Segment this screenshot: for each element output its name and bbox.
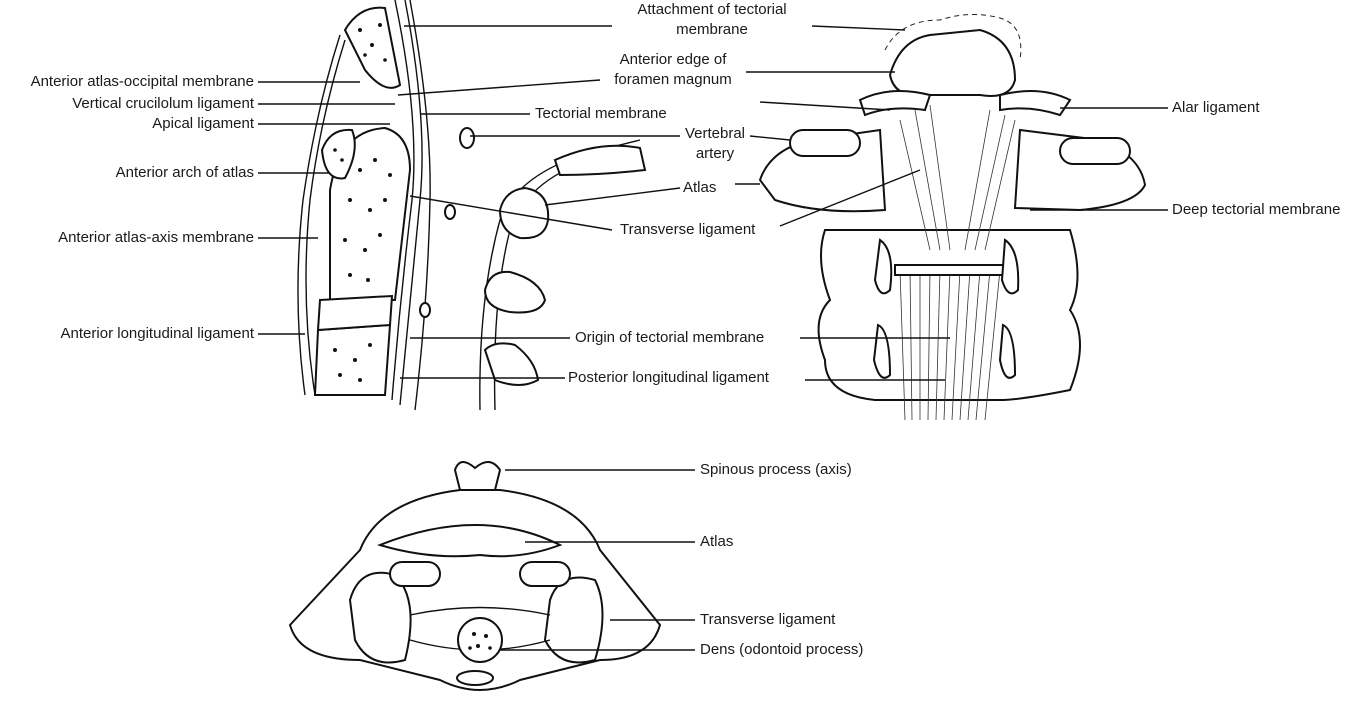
vertebral-artery-axial-right bbox=[519, 561, 571, 587]
vertebral-artery-section bbox=[459, 127, 475, 149]
label-vertical-cruciform-ligament: Vertical crucilolum ligament bbox=[72, 95, 254, 112]
occipital-bone-sagittal bbox=[343, 6, 402, 89]
vertebral-artery-left bbox=[789, 129, 861, 157]
label-anterior-longitudinal-ligament: Anterior longitudinal ligament bbox=[60, 325, 254, 342]
label-dens: Dens (odontoid process) bbox=[700, 641, 864, 658]
intervertebral-disc bbox=[316, 294, 394, 332]
label-attachment-tectorial-line1: Attachment of tectorial bbox=[637, 1, 787, 18]
label-transverse-ligament-bottom: Transverse ligament bbox=[700, 611, 836, 628]
label-transverse-ligament-mid: Transverse ligament bbox=[620, 221, 756, 238]
label-atlas-mid: Atlas bbox=[683, 179, 717, 196]
label-apical-ligament: Apical ligament bbox=[152, 115, 254, 132]
label-vertebral-artery-line1: Vertebral bbox=[684, 125, 746, 142]
axial-view bbox=[288, 461, 662, 691]
alar-ligament-right bbox=[999, 90, 1072, 117]
lamina-sagittal bbox=[483, 342, 540, 386]
label-anterior-edge-line2: foramen magnum bbox=[614, 71, 732, 88]
label-deep-tectorial: Deep tectorial membrane bbox=[1172, 201, 1341, 218]
transverse-ligament-axial bbox=[409, 606, 551, 616]
label-tectorial-membrane: Tectorial membrane bbox=[535, 105, 667, 122]
spinous-axis-sagittal bbox=[483, 270, 547, 314]
label-anterior-arch-of-atlas: Anterior arch of atlas bbox=[115, 164, 254, 181]
label-anterior-atlas-axis-membrane: Anterior atlas-axis membrane bbox=[58, 229, 254, 246]
label-spinous-process: Spinous process (axis) bbox=[700, 461, 852, 478]
label-anterior-atlas-occipital-membrane: Anterior atlas-occipital membrane bbox=[30, 73, 254, 90]
anterior-longitudinal-line bbox=[305, 39, 346, 396]
lateral-mass-left bbox=[348, 571, 412, 664]
transverse-band bbox=[894, 264, 1006, 276]
sagittal-section bbox=[297, 0, 647, 411]
tectorial-fibres bbox=[899, 104, 1016, 421]
leader-lines bbox=[258, 25, 1168, 651]
occiput-posterior bbox=[888, 28, 1017, 97]
posterior-arch-axial bbox=[376, 524, 563, 558]
axis-body-sagittal bbox=[313, 323, 392, 396]
foramen-magnum-dashed bbox=[884, 14, 1022, 61]
vertebral-artery-right bbox=[1059, 137, 1131, 165]
label-origin-tectorial: Origin of tectorial membrane bbox=[575, 329, 765, 346]
label-vertebral-artery-line2: artery bbox=[695, 145, 735, 162]
posterior-arch-atlas bbox=[498, 186, 550, 240]
occipital-posterior bbox=[553, 144, 647, 177]
alar-ligament-left bbox=[858, 90, 932, 117]
lateral-mass-right bbox=[543, 576, 604, 664]
label-alar-ligament: Alar ligament bbox=[1172, 99, 1260, 116]
bone-marrow-dots bbox=[333, 23, 392, 382]
label-posterior-longitudinal: Posterior longitudinal ligament bbox=[568, 369, 769, 386]
vertebral-artery-axial-left bbox=[389, 561, 441, 587]
label-anterior-edge-line1: Anterior edge of bbox=[619, 51, 727, 68]
label-attachment-tectorial-line2: membrane bbox=[676, 21, 748, 38]
axis-posterior-body bbox=[817, 229, 1081, 401]
tectorial-line bbox=[391, 0, 415, 401]
spinous-process-axis bbox=[453, 461, 502, 491]
dens-axial bbox=[457, 617, 503, 663]
dens-dots bbox=[468, 632, 492, 650]
label-atlas-bottom: Atlas bbox=[700, 533, 734, 550]
posterior-view bbox=[758, 14, 1147, 421]
